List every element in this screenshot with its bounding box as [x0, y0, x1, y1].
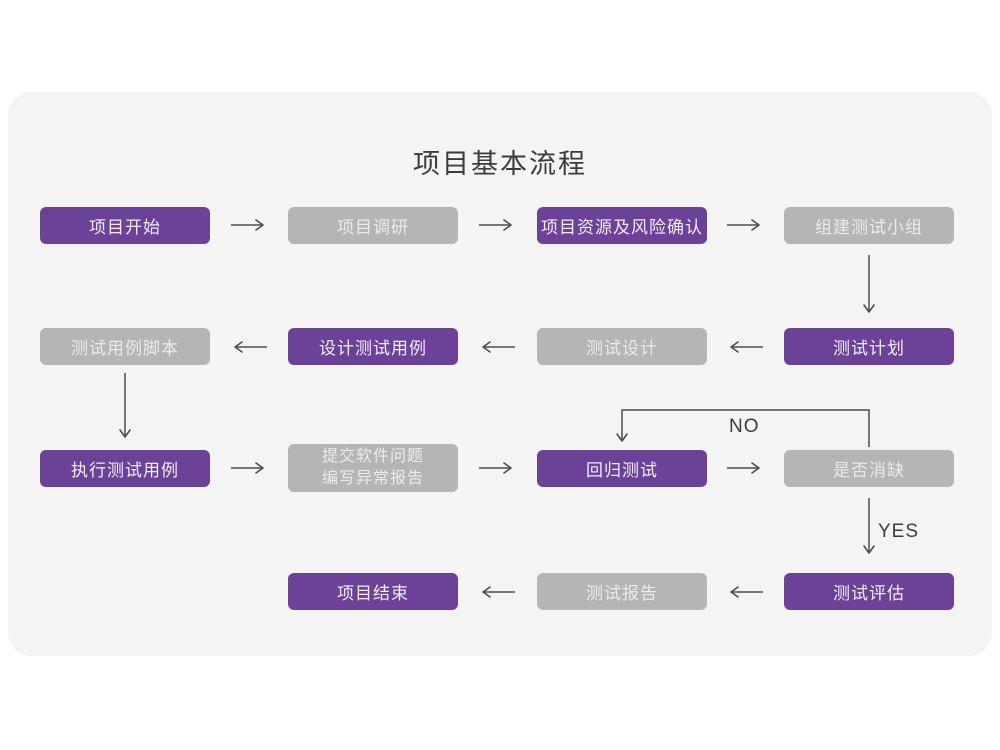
flow-node-submit-issue-report: 提交软件问题 编写异常报告 — [288, 444, 458, 492]
flow-node-defect-cleared: 是否消缺 — [784, 450, 954, 487]
flow-node-test-report: 测试报告 — [537, 573, 707, 610]
flow-node-resource-risk: 项目资源及风险确认 — [537, 207, 707, 244]
flow-node-project-start: 项目开始 — [40, 207, 210, 244]
edge-label-yes: YES — [878, 521, 920, 542]
diagram-title: 项目基本流程 — [413, 149, 587, 179]
flow-node-test-plan: 测试计划 — [784, 328, 954, 365]
flow-node-test-design: 测试设计 — [537, 328, 707, 365]
flow-node-project-research: 项目调研 — [288, 207, 458, 244]
flow-node-regression-test: 回归测试 — [537, 450, 707, 487]
flowchart-card-background — [8, 92, 992, 656]
flow-node-design-test-case: 设计测试用例 — [288, 328, 458, 365]
edge-label-no: NO — [729, 416, 760, 437]
flow-node-execute-test-case: 执行测试用例 — [40, 450, 210, 487]
flow-node-project-end: 项目结束 — [288, 573, 458, 610]
flow-node-test-evaluate: 测试评估 — [784, 573, 954, 610]
flow-node-build-test-team: 组建测试小组 — [784, 207, 954, 244]
flow-node-test-case-script: 测试用例脚本 — [40, 328, 210, 365]
